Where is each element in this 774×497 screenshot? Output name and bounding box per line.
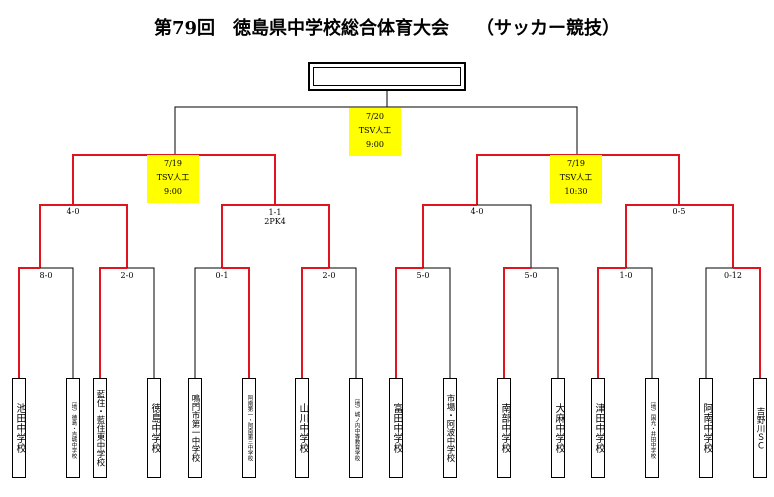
team-box: 阿南中学校 <box>699 378 713 478</box>
final-info: 7/20 TSV人工 9:00 <box>349 108 401 156</box>
semifinal-time: 10:30 <box>564 187 588 196</box>
team-name: 池田中学校 <box>14 403 25 453</box>
semifinal-line-winner <box>72 154 175 205</box>
quarterfinal-score: 4-0 <box>66 207 80 216</box>
round1-line <box>99 267 127 378</box>
round1-line <box>18 267 40 378</box>
semifinal-venue: TSV人工 <box>559 173 593 182</box>
round1-score: 0-1 <box>215 271 229 280</box>
team-box: 南部中学校 <box>497 378 511 478</box>
quarterfinal-line-winner <box>39 204 73 268</box>
team-name: 津田中学校 <box>593 403 604 453</box>
team-name: 大麻中学校 <box>553 403 564 453</box>
round1-line <box>503 267 531 378</box>
round1-line <box>395 267 423 378</box>
round1-score: 1-0 <box>619 271 633 280</box>
team-box: 津田中学校 <box>591 378 605 478</box>
team-box: 市場・阿波中学校 <box>443 378 457 478</box>
team-name: （地）城ノ内中等教育学校 <box>353 395 360 461</box>
quarterfinal-score: 1-1 2PK4 <box>264 208 286 226</box>
team-box: 吉野川ＳＣ <box>753 378 767 478</box>
team-box: （地）国光・井田中学校 <box>645 378 659 478</box>
team-box: （地）徳島・吉城中学校 <box>66 378 80 478</box>
team-box: 阿南第一・阿南第三中学校 <box>242 378 256 478</box>
round1-line <box>222 267 250 378</box>
round1-line <box>597 267 626 378</box>
team-box: 池田中学校 <box>12 378 26 478</box>
round1-line <box>194 267 222 378</box>
semifinal-date: 7/19 <box>567 159 585 168</box>
team-name: （地）徳島・吉城中学校 <box>70 397 77 459</box>
round1-score: 0-12 <box>724 271 742 280</box>
team-name: 鳴門市第一中学校 <box>190 394 200 462</box>
quarterfinal-line <box>477 204 532 268</box>
team-box: （地）城ノ内中等教育学校 <box>349 378 363 478</box>
champion-box <box>308 62 466 91</box>
semifinal-time: 9:00 <box>164 187 182 196</box>
team-name: （地）国光・井田中学校 <box>649 397 656 459</box>
final-bracket <box>174 106 578 155</box>
round1-score: 2-0 <box>322 271 336 280</box>
team-name: 山川中学校 <box>297 403 308 453</box>
round1-line <box>531 267 559 378</box>
quarterfinal-line-winner <box>625 204 679 268</box>
round1-line <box>705 267 733 378</box>
semifinal-info-left: 7/19 TSV人工 9:00 <box>147 155 199 203</box>
round1-score: 2-0 <box>120 271 134 280</box>
semifinal-date: 7/19 <box>164 159 182 168</box>
team-name: 市場・阿波中学校 <box>445 394 455 462</box>
quarterfinal-line-winner <box>275 204 330 268</box>
team-box: 富田中学校 <box>389 378 403 478</box>
round1-line <box>733 267 761 378</box>
team-box: 山川中学校 <box>295 378 309 478</box>
semifinal-line-winner <box>175 154 276 205</box>
team-name: 阿南第一・阿南第三中学校 <box>246 395 253 461</box>
team-box: 徳島中学校 <box>147 378 161 478</box>
round1-score: 8-0 <box>39 271 53 280</box>
round1-score: 5-0 <box>524 271 538 280</box>
round1-line <box>301 267 329 378</box>
quarterfinal-line-winner <box>221 204 275 268</box>
round1-line <box>423 267 451 378</box>
quarterfinal-line-winner <box>422 204 477 268</box>
quarterfinal-line-winner <box>73 204 128 268</box>
semifinal-line-winner <box>476 154 577 205</box>
quarterfinal-line-winner <box>679 204 734 268</box>
semifinal-venue: TSV人工 <box>156 173 190 182</box>
semifinal-line-winner <box>577 154 680 205</box>
round1-line <box>329 267 357 378</box>
round1-score: 5-0 <box>416 271 430 280</box>
final-date: 7/20 <box>366 112 384 121</box>
round1-line <box>626 267 653 378</box>
semifinal-info-right: 7/19 TSV人工 10:30 <box>550 155 602 203</box>
round1-line <box>40 267 74 378</box>
team-name: 阿南中学校 <box>701 403 712 453</box>
team-box: 藍住・藍住東中学校 <box>93 378 107 478</box>
team-box: 大麻中学校 <box>551 378 565 478</box>
team-name: 吉野川ＳＣ <box>755 406 765 450</box>
team-name: 南部中学校 <box>499 403 510 453</box>
quarterfinal-score: 0-5 <box>672 207 686 216</box>
quarterfinal-score: 4-0 <box>470 207 484 216</box>
team-box: 鳴門市第一中学校 <box>188 378 202 478</box>
round1-line <box>127 267 155 378</box>
team-name: 富田中学校 <box>391 403 402 453</box>
team-name: 藍住・藍住東中学校 <box>95 389 105 467</box>
page-title: 第79回 徳島県中学校総合体育大会 （サッカー競技） <box>153 18 621 39</box>
final-time: 9:00 <box>366 140 384 149</box>
team-name: 徳島中学校 <box>149 403 160 453</box>
final-venue: TSV人工 <box>358 126 392 135</box>
